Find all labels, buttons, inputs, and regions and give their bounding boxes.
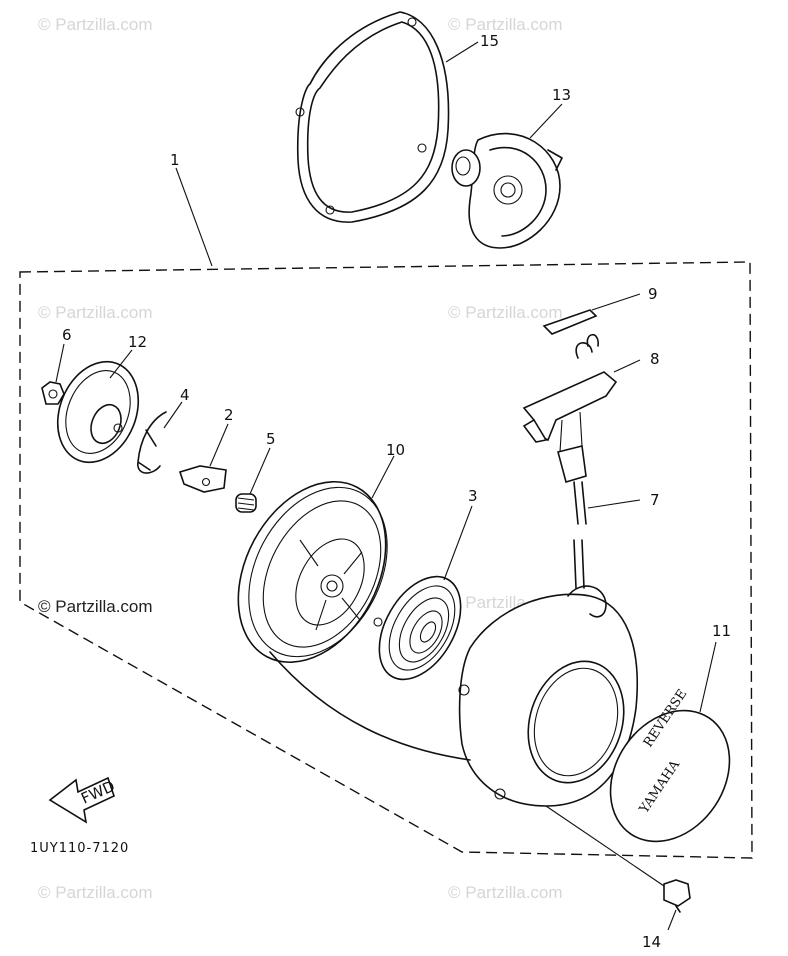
part-2-pawl — [178, 465, 227, 493]
leader-14b — [667, 909, 677, 931]
leader-3 — [443, 505, 473, 581]
callout-6: 6 — [62, 326, 72, 344]
callout-3: 3 — [468, 487, 478, 505]
callout-1: 1 — [170, 151, 180, 169]
part-4-spring — [137, 411, 167, 474]
callout-labels: 1 2 3 4 5 6 7 8 9 10 11 12 13 14 15 — [62, 32, 731, 951]
callout-2: 2 — [224, 406, 234, 424]
leader-9 — [591, 293, 641, 311]
leader-1 — [175, 167, 213, 267]
part-13-pulley — [451, 132, 563, 249]
part-9-cap — [542, 309, 598, 335]
callout-13: 13 — [552, 86, 571, 104]
callout-11: 11 — [712, 622, 731, 640]
starter-housing — [269, 585, 639, 807]
leader-14 — [545, 805, 665, 887]
watermark: © Partzilla.com — [38, 15, 153, 34]
leader-7 — [587, 499, 641, 509]
watermark-layer: © Partzilla.com © Partzilla.com © Partzi… — [38, 15, 563, 902]
callout-12: 12 — [128, 333, 147, 351]
callout-8: 8 — [650, 350, 660, 368]
part-3-spring — [373, 575, 462, 681]
leader-10 — [371, 455, 395, 499]
watermark: © Partzilla.com — [38, 883, 153, 902]
callout-15: 15 — [480, 32, 499, 50]
leader-8 — [613, 359, 641, 373]
part-14-bolt — [663, 879, 691, 913]
leader-4 — [163, 401, 183, 429]
callout-14: 14 — [642, 933, 661, 951]
watermark: © Partzilla.com — [448, 15, 563, 34]
part-8-handle — [522, 333, 618, 484]
watermark: © Partzilla.com — [448, 883, 563, 902]
part-15-gasket — [295, 11, 450, 223]
watermark: © Partzilla.com — [38, 303, 153, 322]
leader-11 — [699, 641, 717, 713]
watermark: © Partzilla.com — [448, 303, 563, 322]
callout-9: 9 — [648, 285, 658, 303]
leader-2 — [209, 423, 229, 467]
part-5-spring — [235, 493, 257, 513]
diagram-code: 1UY110-7120 — [30, 841, 129, 856]
callout-10: 10 — [386, 441, 405, 459]
leader-13 — [529, 103, 563, 139]
leader-5 — [249, 447, 271, 495]
part-10-reel — [237, 480, 388, 664]
part-7-rope — [573, 481, 587, 589]
leader-15 — [445, 41, 479, 63]
fwd-arrow: FWD — [48, 776, 118, 824]
part-12-plate — [56, 360, 140, 464]
callout-5: 5 — [266, 430, 276, 448]
part-6-nut — [41, 381, 65, 405]
watermark: © Partzilla.com — [38, 597, 153, 616]
assembly-outline — [19, 261, 753, 859]
callout-4: 4 — [180, 386, 190, 404]
leader-6 — [55, 343, 65, 383]
callout-7: 7 — [650, 491, 660, 509]
leader-12 — [109, 349, 133, 379]
